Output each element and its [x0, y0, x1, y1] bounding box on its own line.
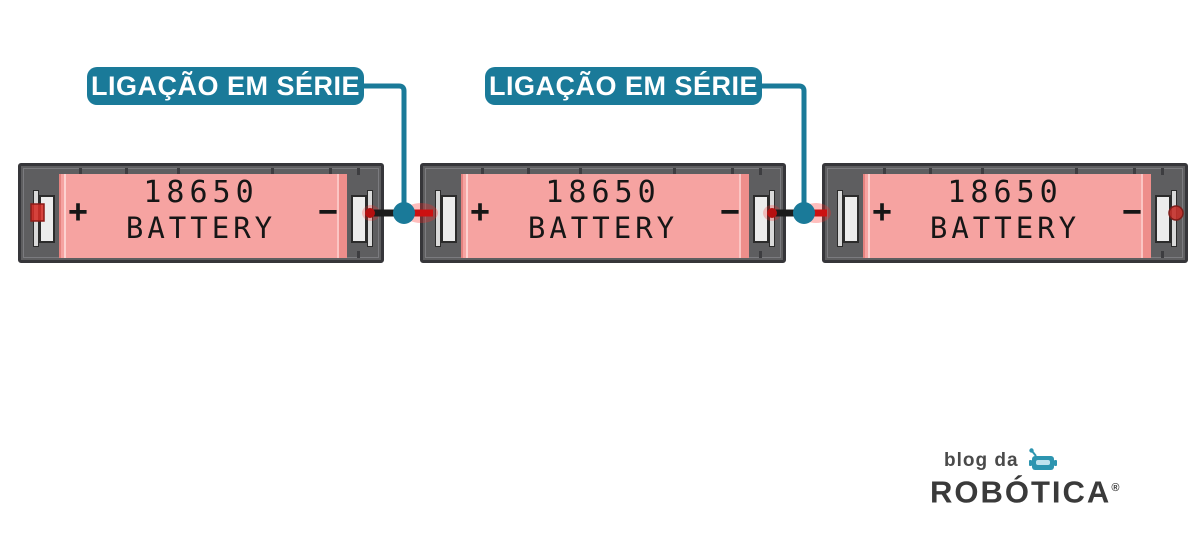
battery-brand: BATTERY: [125, 211, 277, 245]
positive-sign: +: [470, 192, 490, 230]
negative-sign: −: [720, 192, 740, 230]
battery-model: 18650: [545, 175, 661, 210]
battery-brand: BATTERY: [929, 211, 1081, 245]
battery-print: 18650 BATTERY: [825, 176, 1185, 246]
battery-cell: [863, 174, 1151, 258]
battery-holder-1: 18650 BATTERY + −: [18, 163, 384, 263]
terminal-contact-right: [769, 190, 775, 247]
junction-dot-1: [393, 202, 415, 224]
battery-cell: [59, 174, 347, 258]
battery-print: 18650 BATTERY: [21, 176, 381, 246]
terminal-contact-left: [837, 190, 843, 247]
terminal-contact-right: [1171, 190, 1177, 247]
series-connection-label-1: LIGAÇÃO EM SÉRIE: [87, 67, 364, 105]
battery-model: 18650: [947, 175, 1063, 210]
battery-print: 18650 BATTERY: [423, 176, 783, 246]
robot-head-icon: [1028, 448, 1057, 470]
terminal-contact-right: [367, 190, 373, 247]
battery-holder-2: 18650 BATTERY + −: [420, 163, 786, 263]
positive-sign: +: [872, 192, 892, 230]
terminal-plate-left: [843, 195, 859, 243]
registered-mark: ®: [1111, 482, 1120, 494]
positive-sign: +: [68, 192, 88, 230]
blog-da-robotica-logo: blog da ROBÓTICA®: [930, 446, 1165, 508]
terminal-plate-right: [351, 195, 367, 243]
terminal-plate-right: [753, 195, 769, 243]
series-connection-label-2: LIGAÇÃO EM SÉRIE: [485, 67, 762, 105]
terminal-contact-left: [435, 190, 441, 247]
negative-sign: −: [1122, 192, 1142, 230]
battery-holder-3: 18650 BATTERY + −: [822, 163, 1188, 263]
terminal-plate-left: [39, 195, 55, 243]
battery-model: 18650: [143, 175, 259, 210]
terminal-plate-left: [441, 195, 457, 243]
battery-cell: [461, 174, 749, 258]
logo-blog-da-text: blog da: [944, 450, 1019, 471]
junction-dot-2: [793, 202, 815, 224]
battery-brand: BATTERY: [527, 211, 679, 245]
logo-robotica-text: ROBÓTICA: [930, 474, 1112, 510]
negative-sign: −: [318, 192, 338, 230]
terminal-plate-right: [1155, 195, 1171, 243]
